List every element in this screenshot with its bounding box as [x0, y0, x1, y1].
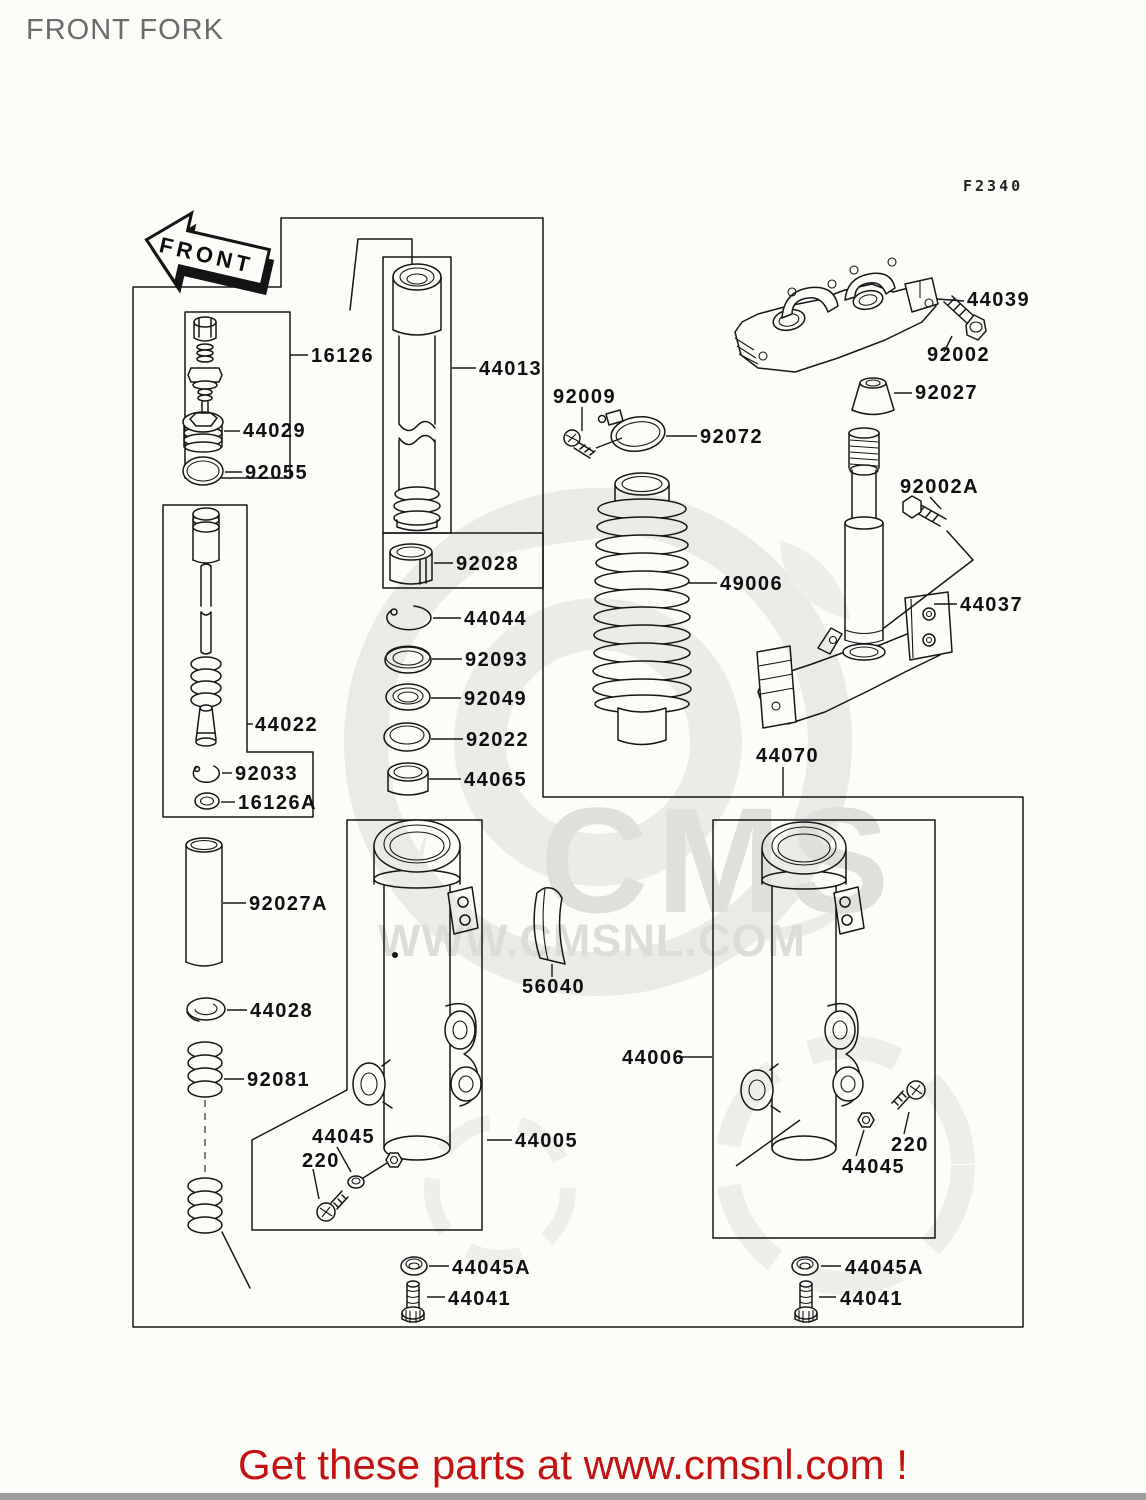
label-92033: 92033 — [235, 763, 298, 785]
bracket-line-44013 — [349, 238, 413, 311]
figure-code: F2340 — [963, 177, 1023, 195]
ring-16126A-drawing — [194, 792, 220, 810]
cms-watermark: CMS WWW.CMSNL.COM — [344, 488, 975, 1295]
group-box-44022 — [162, 504, 314, 818]
label-44045-left: 44045 — [312, 1126, 375, 1148]
cup-44065-drawing — [387, 762, 429, 796]
air-valve-16126-drawing — [187, 316, 223, 443]
right-washer-44045A-drawing — [791, 1256, 819, 1276]
label-44029: 44029 — [243, 420, 306, 442]
spring-92081-drawing — [187, 1041, 251, 1289]
label-92081: 92081 — [247, 1069, 310, 1091]
label-44041-left: 44041 — [448, 1288, 511, 1310]
label-220-right: 220 — [891, 1134, 929, 1156]
label-92002A: 92002A — [900, 476, 979, 498]
right-screw-220-drawing — [891, 1080, 926, 1110]
label-44044: 44044 — [464, 608, 527, 630]
left-washer-44045A-drawing — [400, 1256, 428, 1276]
label-92002: 92002 — [927, 344, 990, 366]
label-92055: 92055 — [245, 462, 308, 484]
label-92027: 92027 — [915, 382, 978, 404]
label-220-left: 220 — [302, 1150, 340, 1172]
label-44022: 44022 — [255, 714, 318, 736]
bolt-92002-drawing — [943, 295, 987, 341]
washer-92022-drawing — [383, 722, 431, 752]
watermark-logo-text: CMS — [540, 776, 897, 944]
page-title: FRONT FORK — [26, 14, 224, 46]
o-ring-92055-drawing — [182, 456, 224, 486]
label-16126A: 16126A — [238, 792, 317, 814]
diagram-borders — [132, 217, 1024, 1328]
right-nut-44045-drawing — [857, 1112, 875, 1128]
bottom-bar — [0, 1493, 1146, 1500]
label-44070: 44070 — [756, 745, 819, 767]
dust-cone-92027-drawing — [851, 377, 895, 416]
label-44013: 44013 — [479, 358, 542, 380]
promo-banner[interactable]: Get these parts at www.cmsnl.com ! — [238, 1441, 908, 1488]
washer-44028-drawing — [186, 997, 226, 1022]
label-44028: 44028 — [250, 1000, 313, 1022]
label-92027A: 92027A — [249, 893, 328, 915]
left-bolt-44041-drawing — [401, 1280, 425, 1323]
left-screw-220-drawing — [316, 1190, 349, 1222]
label-44039: 44039 — [967, 289, 1030, 311]
bolt-92002A-drawing — [883, 495, 974, 629]
leader-lines — [221, 298, 965, 1298]
boot-clamp-92072-drawing — [597, 409, 666, 452]
label-44045-right: 44045 — [842, 1156, 905, 1178]
group-box-16126 — [184, 311, 291, 479]
label-92009: 92009 — [553, 386, 616, 408]
label-44037: 44037 — [960, 594, 1023, 616]
watermark-url-text: WWW.CMSNL.COM — [378, 915, 806, 966]
front-direction-arrow: FRONT — [144, 210, 275, 296]
label-92072: 92072 — [700, 426, 763, 448]
snap-ring-92033-drawing — [192, 765, 221, 784]
label-16126: 16126 — [311, 345, 374, 367]
left-washer-44045-drawing — [347, 1175, 365, 1189]
fork-cap-44029-drawing — [182, 411, 224, 453]
damper-44022-drawing — [190, 507, 222, 747]
upper-triple-clamp-44039-drawing — [734, 257, 939, 373]
screw-92009-drawing — [563, 429, 596, 459]
inner-tube-44013-drawing — [392, 263, 442, 532]
spacer-92027A-drawing — [185, 837, 223, 967]
label-44006: 44006 — [622, 1047, 685, 1069]
